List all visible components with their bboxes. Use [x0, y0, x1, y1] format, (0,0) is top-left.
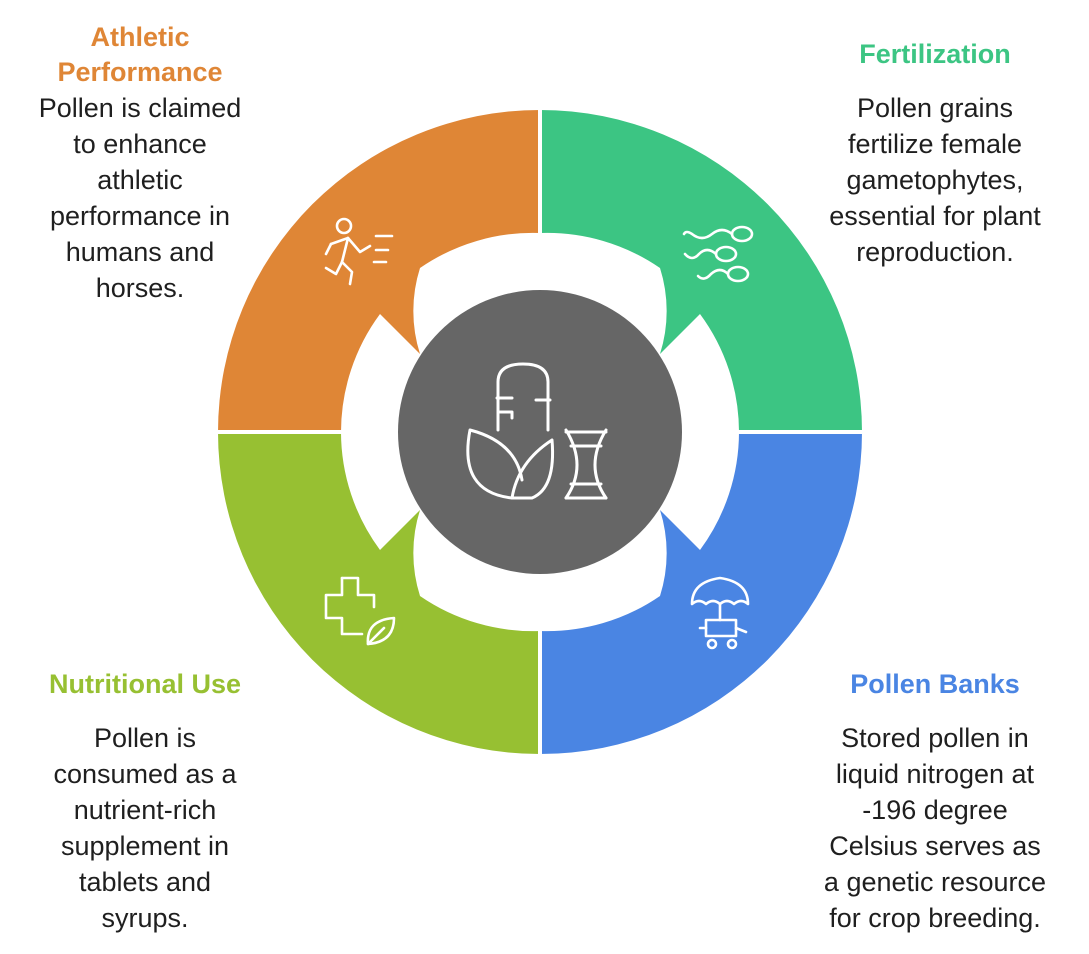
athletic-desc-line: performance in — [49, 201, 231, 231]
athletic-title: Athletic Performance — [20, 20, 260, 90]
nutritional-block: Nutritional Use Pollen is consumed as a … — [20, 667, 270, 936]
athletic-description: Pollen is claimed to enhance athletic pe… — [20, 90, 260, 306]
banks-title: Pollen Banks — [850, 669, 1020, 699]
athletic-segment — [218, 110, 540, 432]
banks-desc-line: liquid nitrogen at — [835, 759, 1035, 789]
athletic-desc-line: Pollen is claimed — [38, 93, 242, 123]
athletic-title-line2: Performance — [57, 57, 223, 87]
banks-desc-line: for crop breeding. — [829, 903, 1041, 933]
nutritional-desc-line: consumed as a — [53, 759, 237, 789]
nutritional-desc-line: tablets and — [78, 867, 212, 897]
athletic-desc-line: to enhance — [73, 129, 207, 159]
nutritional-segment — [218, 432, 540, 754]
fertilization-description: Pollen grains fertilize female gametophy… — [800, 90, 1070, 270]
umbrella-cart-icon — [690, 576, 750, 650]
athletic-desc-line: athletic — [97, 165, 183, 195]
banks-desc-line: Stored pollen in — [841, 723, 1029, 753]
athletic-desc-line: horses. — [95, 273, 185, 303]
fertilization-desc-line: fertilize female — [847, 129, 1023, 159]
nutritional-desc-line: Pollen is — [93, 723, 197, 753]
banks-block: Pollen Banks Stored pollen in liquid nit… — [800, 667, 1070, 936]
banks-description: Stored pollen in liquid nitrogen at -196… — [800, 720, 1070, 936]
fertilization-title: Fertilization — [859, 39, 1011, 69]
banks-desc-line: -196 degree — [862, 795, 1008, 825]
athletic-block: Athletic Performance Pollen is claimed t… — [20, 20, 260, 306]
corn-dna-icon — [466, 362, 608, 500]
running-person-icon — [324, 217, 394, 286]
fertilization-desc-line: gametophytes, — [846, 165, 1024, 195]
medical-cross-leaf-icon — [324, 576, 396, 646]
fertilization-segment — [540, 110, 862, 432]
fertilization-block: Fertilization Pollen grains fertilize fe… — [800, 37, 1070, 270]
fertilization-desc-line: Pollen grains — [856, 93, 1014, 123]
banks-desc-line: Celsius serves as — [829, 831, 1041, 861]
center-circle — [398, 290, 682, 574]
banks-segment — [540, 432, 862, 754]
nutritional-desc-line: syrups. — [101, 903, 189, 933]
banks-desc-line: a genetic resource — [823, 867, 1047, 897]
athletic-desc-line: humans and — [65, 237, 215, 267]
nutritional-desc-line: nutrient-rich — [73, 795, 217, 825]
sperm-cells-icon — [682, 225, 754, 283]
nutritional-description: Pollen is consumed as a nutrient-rich su… — [20, 720, 270, 936]
fertilization-desc-line: reproduction. — [856, 237, 1014, 267]
nutritional-desc-line: supplement in — [60, 831, 230, 861]
athletic-title-line1: Athletic — [90, 22, 190, 52]
fertilization-desc-line: essential for plant — [829, 201, 1041, 231]
nutritional-title: Nutritional Use — [48, 669, 242, 699]
